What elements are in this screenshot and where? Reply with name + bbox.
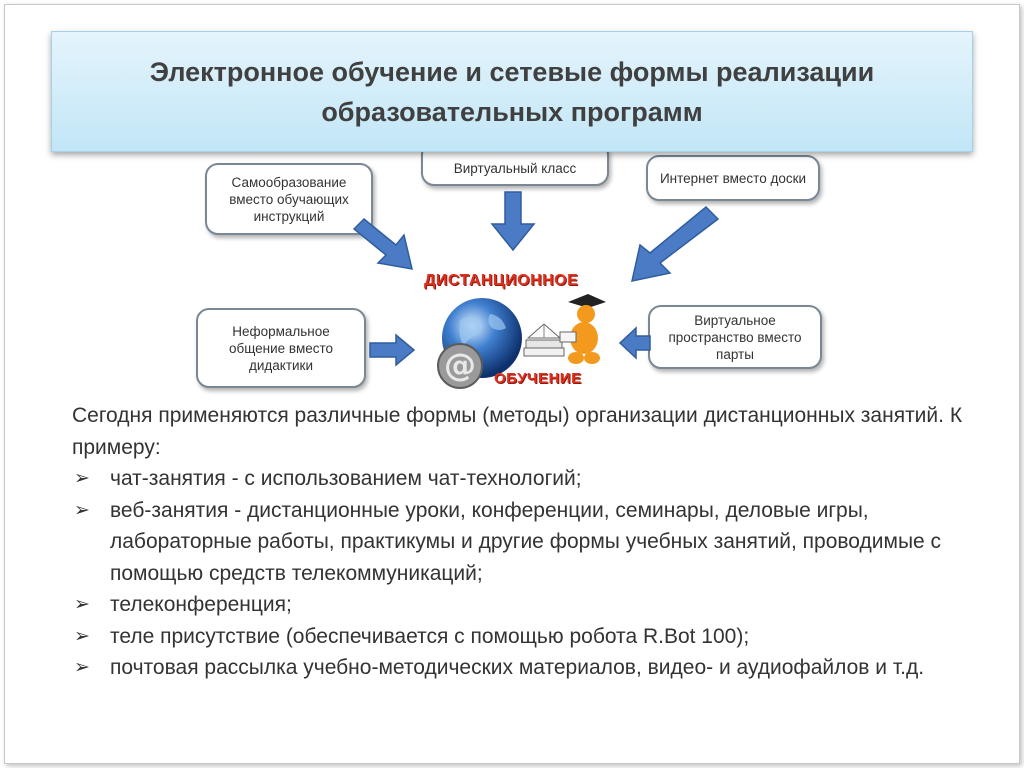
bullet-text: чат-занятия - с использованием чат-техно… xyxy=(110,467,582,490)
arrow-right-icon xyxy=(369,333,416,367)
node-informal: Неформальное общение вместо дидактики xyxy=(196,308,366,388)
distance-learning-illustration: @ ДИСТАНЦИОННОЕ ОБУЧЕНИЕ xyxy=(418,268,614,396)
bullet-arrow-icon: ➢ xyxy=(74,499,90,521)
bullet-arrow-icon: ➢ xyxy=(74,468,90,489)
arrow-diagonal-left-down-icon xyxy=(631,205,720,282)
node-virtual-space: Виртуальное пространство вместо парты xyxy=(648,305,822,369)
node-internet-board: Интернет вместо доски xyxy=(646,155,820,201)
center-bottom-label: ОБУЧЕНИЕ xyxy=(494,370,582,387)
bullet-arrow-icon: ➢ xyxy=(74,657,90,678)
node-virtual-class-label: Виртуальный класс xyxy=(453,160,577,176)
diagram: Виртуальный класс Самообразование вместо… xyxy=(196,142,822,396)
bullet-item: ➢ чат-занятия - с использованием чат-техн… xyxy=(72,463,992,495)
arrow-down-icon xyxy=(490,191,536,252)
bullet-item: ➢ телеконференция; xyxy=(72,589,992,621)
bullet-item: ➢ почтовая рассылка учебно-методических м… xyxy=(72,652,992,684)
node-informal-label: Неформальное общение вместо дидактики xyxy=(228,323,334,373)
node-self-education-label: Самообразование вместо обучающих инструк… xyxy=(229,174,349,224)
bullet-text: телеконференция; xyxy=(110,593,292,616)
node-virtual-space-label: Виртуальное пространство вместо парты xyxy=(668,312,802,362)
bullet-arrow-icon: ➢ xyxy=(74,594,90,615)
node-internet-board-label: Интернет вместо доски xyxy=(659,170,807,186)
bullet-item: ➢ веб-занятия - дистанционные уроки, конф… xyxy=(72,495,992,590)
svg-text:@: @ xyxy=(444,346,476,384)
page-title-line-1: Электронное обучение и сетевые формы реа… xyxy=(149,56,875,87)
bullet-text: почтовая рассылка учебно-методических ма… xyxy=(110,656,925,679)
globe-icon: @ xyxy=(437,298,522,389)
body-text: Сегодня применяются различные формы (мет… xyxy=(72,400,992,684)
center-top-label: ДИСТАНЦИОННОЕ xyxy=(424,272,579,289)
graduate-figure-icon xyxy=(559,294,606,364)
intro-paragraph: Сегодня применяются различные формы (мет… xyxy=(72,404,963,459)
title-box: Электронное обучение и сетевые формы реа… xyxy=(51,31,973,152)
bullet-text: теле присутствие (обеспечивается с помощ… xyxy=(110,624,750,648)
page-title-line-2: образовательных программ xyxy=(321,96,703,127)
bullet-text: веб-занятия - дистанционные уроки, конфе… xyxy=(110,498,942,585)
bullet-item: ➢ теле присутствие (обеспечивается с помо… xyxy=(72,621,992,653)
node-self-education: Самообразование вместо обучающих инструк… xyxy=(205,163,373,235)
arrow-left-icon xyxy=(618,326,651,360)
books-icon xyxy=(523,323,565,357)
bullet-arrow-icon: ➢ xyxy=(74,625,90,647)
arrow-diagonal-right-down-icon xyxy=(352,217,413,270)
